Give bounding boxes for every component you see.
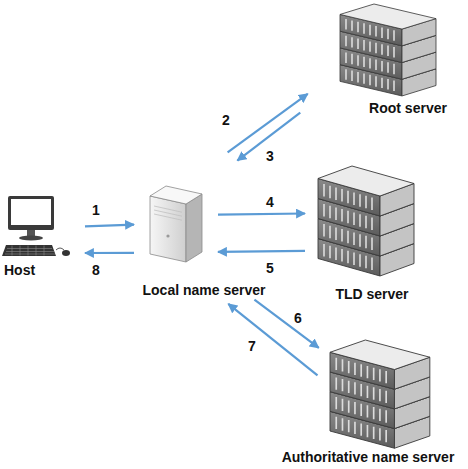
- host-computer-icon: [2, 196, 70, 256]
- step-number: 1: [92, 202, 100, 218]
- node-label: TLD server: [292, 286, 452, 303]
- node-label: Host: [4, 262, 64, 279]
- mouse-cord: [56, 248, 64, 250]
- query-arrow: [218, 213, 305, 214]
- monitor-neck: [27, 230, 35, 236]
- node-label: Root server: [328, 100, 468, 117]
- local-server-node: Local name server: [148, 186, 204, 262]
- power-button: [166, 234, 169, 237]
- query-arrow: [228, 304, 317, 375]
- step-number: 5: [266, 260, 274, 276]
- root-server-node: Root server: [340, 4, 436, 96]
- query-arrow: [218, 251, 305, 252]
- tower-server-icon: [150, 186, 202, 262]
- node-label: Authoritative name server: [258, 449, 468, 466]
- query-arrow: [228, 94, 308, 153]
- node-label: Local name server: [104, 282, 304, 299]
- tld-server-node: TLD server: [318, 166, 414, 276]
- step-number: 4: [266, 194, 274, 210]
- host-node: Host: [5, 196, 71, 258]
- authoritative-server-node: Authoritative name server: [330, 340, 430, 448]
- keyboard-keys: [5, 246, 55, 256]
- root-server-rack: [340, 4, 436, 96]
- tld-server-rack: [318, 166, 414, 276]
- tower-side: [186, 194, 202, 262]
- tower-bays: [154, 206, 182, 220]
- rack-unit: [318, 166, 414, 216]
- query-arrow: [85, 252, 134, 254]
- step-number: 6: [294, 310, 302, 326]
- keyboard: [2, 245, 56, 256]
- step-number: 3: [266, 148, 274, 164]
- rack-unit: [340, 4, 436, 46]
- tower-top: [150, 186, 202, 204]
- monitor: [8, 196, 54, 230]
- monitor-base: [19, 236, 43, 241]
- rack-unit: [330, 340, 430, 389]
- step-number: 8: [92, 262, 100, 278]
- query-arrow: [85, 225, 134, 227]
- authoritative-server-rack: [330, 340, 430, 448]
- tower-front: [150, 196, 186, 262]
- mouse: [62, 250, 70, 256]
- query-arrow: [254, 300, 318, 348]
- screen: [11, 199, 51, 225]
- step-number: 2: [222, 112, 230, 128]
- step-number: 7: [248, 338, 256, 354]
